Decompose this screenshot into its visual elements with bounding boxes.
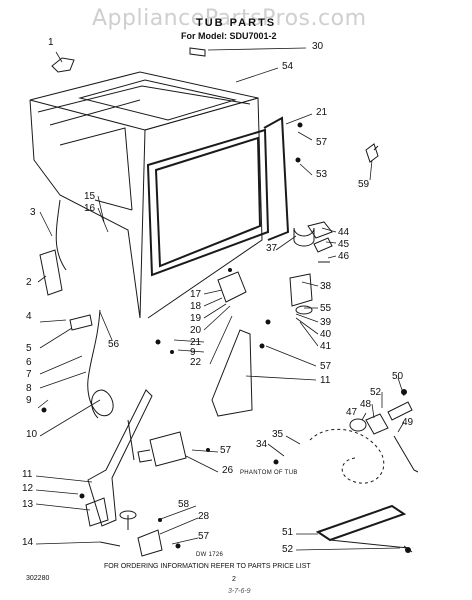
callout: 19 (190, 313, 202, 324)
float-cup (294, 228, 314, 246)
callout: 35 (272, 429, 284, 440)
callout: 59 (358, 179, 370, 190)
callout: 34 (256, 439, 268, 450)
callout: 40 (320, 329, 332, 340)
leader-lines (36, 48, 404, 550)
callout: 8 (26, 383, 32, 394)
watermark: AppliancePartsPros.com (92, 6, 367, 31)
callout: 3 (30, 207, 36, 218)
callout: 57 (320, 361, 332, 372)
handwritten-mark: 3-7-6-9 (228, 588, 251, 595)
callout: 49 (402, 417, 414, 428)
callout: 7 (26, 369, 32, 380)
callout: 54 (282, 61, 294, 72)
tub-outline (30, 72, 262, 318)
left-brace (88, 390, 152, 526)
callout: 44 (338, 227, 350, 238)
callout: 15 (84, 191, 96, 202)
callout: 22 (190, 357, 202, 368)
callout: 26 (222, 465, 234, 476)
callout: 53 (316, 169, 328, 180)
phantom-tub-outline (310, 429, 384, 483)
callout: 46 (338, 251, 350, 262)
callout: 50 (392, 371, 404, 382)
callout: 47 (346, 407, 358, 418)
callout: 52 (282, 544, 294, 555)
callout: 21 (316, 107, 328, 118)
right-brace (212, 330, 252, 416)
callout: 21 (190, 337, 202, 348)
callout: 37 (266, 243, 278, 254)
callout: 16 (84, 203, 96, 214)
callout: 57 (316, 137, 328, 148)
callout: 9 (26, 395, 32, 406)
callout: 56 (108, 339, 120, 350)
bottom-rail (318, 506, 404, 540)
callout: 48 (360, 399, 372, 410)
callout: 9 (190, 347, 196, 358)
model-subtitle: For Model: SDU7001-2 (181, 31, 277, 41)
callout: 4 (26, 311, 32, 322)
callout: 6 (26, 357, 32, 368)
callout: 20 (190, 325, 202, 336)
callout: 13 (22, 499, 34, 510)
callout: 1 (48, 37, 54, 48)
part-1 (52, 58, 74, 72)
callout: 57 (220, 445, 232, 456)
diagram-title: TUB PARTS (196, 17, 277, 29)
callout: 52 (370, 387, 382, 398)
callout: 2 (26, 277, 32, 288)
part-code: 302280 (26, 575, 50, 582)
bracket-59 (366, 144, 378, 162)
callout: 14 (22, 537, 34, 548)
callout: 57 (198, 531, 210, 542)
callout: 11 (320, 375, 331, 386)
callout: 10 (26, 429, 38, 440)
ordering-note: FOR ORDERING INFORMATION REFER TO PARTS … (104, 563, 311, 570)
callout: 38 (320, 281, 332, 292)
callout: 11 (22, 469, 33, 480)
page-number: 2 (232, 576, 236, 583)
callout: 12 (22, 483, 34, 494)
callout: 55 (320, 303, 332, 314)
callout: 17 (190, 289, 202, 300)
callout: 28 (198, 511, 210, 522)
hose (88, 310, 113, 418)
callout: 41 (320, 341, 332, 352)
callout: 18 (190, 301, 202, 312)
callout: 51 (282, 527, 294, 538)
callout: 30 (312, 41, 324, 52)
door-gasket (148, 118, 288, 275)
callout: 58 (178, 499, 190, 510)
callout: 5 (26, 343, 32, 354)
phantom-tub-label: PHANTOM OF TUB (240, 470, 298, 476)
callout: 39 (320, 317, 332, 328)
drawing-number: DW 1726 (196, 552, 224, 558)
callout: 45 (338, 239, 350, 250)
